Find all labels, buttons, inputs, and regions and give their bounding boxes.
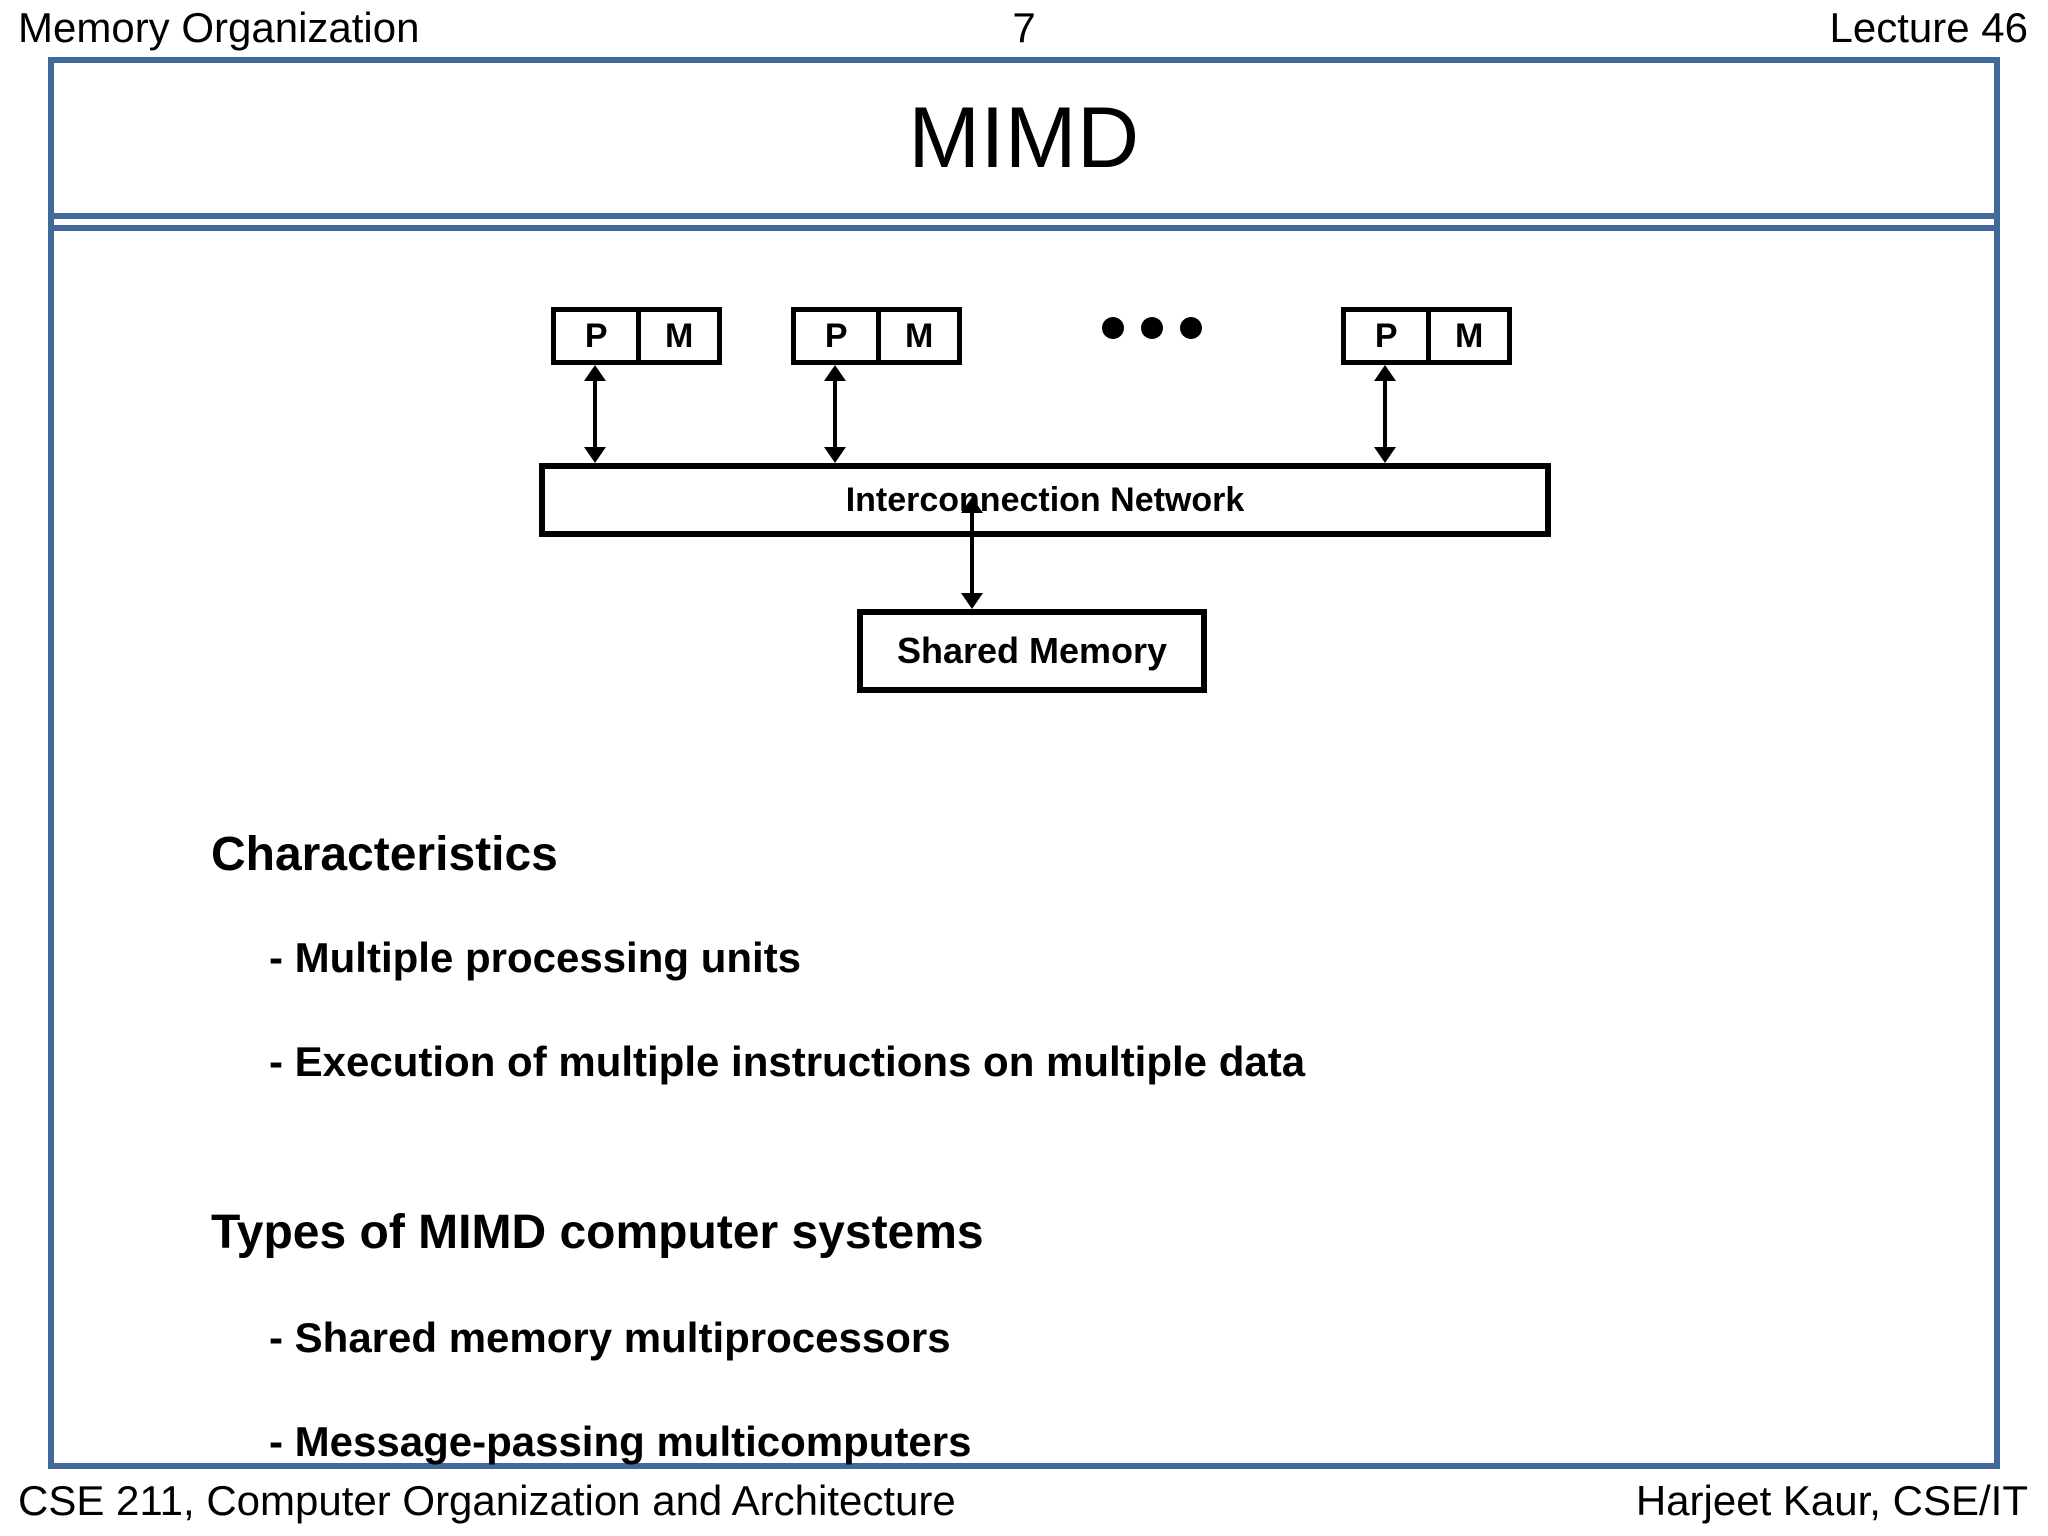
title-divider-rule bbox=[54, 213, 1994, 231]
bidirectional-arrow-shared-memory bbox=[959, 497, 985, 609]
slide-title-band: MIMD bbox=[54, 63, 1994, 213]
shared-memory-box: Shared Memory bbox=[857, 609, 1207, 693]
shared-memory-label: Shared Memory bbox=[896, 630, 1168, 671]
slide-footer: CSE 211, Computer Organization and Archi… bbox=[0, 1474, 2048, 1536]
mimd-architecture-diagram: P M P M P M bbox=[54, 231, 1994, 831]
arrow-up-head-icon bbox=[961, 497, 983, 513]
interconnection-network-label: Interconnection Network bbox=[845, 481, 1245, 519]
arrow-shaft bbox=[1383, 377, 1387, 451]
processor-memory-node-1: P M bbox=[551, 307, 722, 365]
arrow-down-head-icon bbox=[584, 447, 606, 463]
divider-line-bottom bbox=[54, 225, 1994, 231]
header-course-topic: Memory Organization bbox=[18, 4, 420, 51]
arrow-up-head-icon bbox=[584, 365, 606, 381]
arrow-up-head-icon bbox=[824, 365, 846, 381]
memory-cell: M bbox=[876, 312, 957, 360]
bullet-shared-memory-multiprocessors: - Shared memory multiprocessors bbox=[269, 1314, 951, 1361]
divider-line-top bbox=[54, 213, 1994, 219]
dot-icon bbox=[1180, 317, 1202, 339]
ellipsis-dots bbox=[1102, 317, 1202, 339]
processor-cell: P bbox=[584, 317, 608, 355]
processor-cell: P bbox=[824, 317, 848, 355]
dot-icon bbox=[1141, 317, 1163, 339]
header-lecture-number: Lecture 46 bbox=[1829, 4, 2028, 51]
processor-cell: P bbox=[1374, 317, 1398, 355]
page-title: MIMD bbox=[908, 90, 1140, 186]
arrow-up-head-icon bbox=[1374, 365, 1396, 381]
processor-memory-node-3: P M bbox=[1341, 307, 1512, 365]
bidirectional-arrow-node-3 bbox=[1372, 365, 1398, 463]
arrow-shaft bbox=[593, 377, 597, 451]
arrow-shaft bbox=[970, 509, 974, 597]
bidirectional-arrow-node-1 bbox=[582, 365, 608, 463]
arrow-down-head-icon bbox=[824, 447, 846, 463]
bidirectional-arrow-node-2 bbox=[822, 365, 848, 463]
characteristics-heading: Characteristics bbox=[211, 828, 558, 881]
bullet-message-passing-multicomputers: - Message-passing multicomputers bbox=[269, 1418, 972, 1465]
dot-icon bbox=[1102, 317, 1124, 339]
arrow-shaft bbox=[833, 377, 837, 451]
memory-cell: M bbox=[1426, 312, 1507, 360]
arrow-down-head-icon bbox=[1374, 447, 1396, 463]
bullet-multiple-processing-units: - Multiple processing units bbox=[269, 934, 802, 981]
bullet-execution-multiple-instructions: - Execution of multiple instructions on … bbox=[269, 1038, 1306, 1085]
footer-author: Harjeet Kaur, CSE/IT bbox=[1635, 1477, 2028, 1524]
header-page-number: 7 bbox=[1012, 4, 1036, 51]
footer-course-name: CSE 211, Computer Organization and Archi… bbox=[18, 1477, 956, 1524]
slide-frame: MIMD P M P M P M bbox=[48, 57, 2000, 1469]
processor-memory-node-2: P M bbox=[791, 307, 962, 365]
interconnection-network-box: Interconnection Network bbox=[539, 463, 1551, 537]
arrow-down-head-icon bbox=[961, 593, 983, 609]
types-heading: Types of MIMD computer systems bbox=[211, 1206, 984, 1259]
memory-cell: M bbox=[636, 312, 717, 360]
slide-header: Memory Organization 7 Lecture 46 bbox=[0, 0, 2048, 58]
